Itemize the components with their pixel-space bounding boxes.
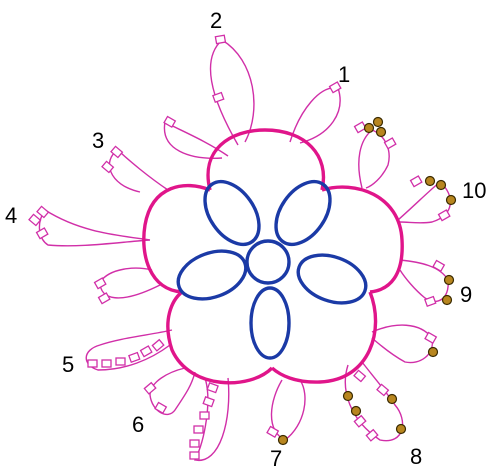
picot (102, 360, 111, 367)
bead (397, 425, 406, 434)
bead (374, 118, 383, 127)
bead (352, 407, 361, 416)
chain-loop-4 (39, 210, 150, 246)
inner-petal-left (172, 242, 253, 307)
picot (129, 353, 140, 363)
picot (433, 261, 444, 272)
label-10: 10 (462, 178, 486, 203)
picot (200, 412, 209, 419)
bead (377, 128, 386, 137)
bead (388, 395, 397, 404)
picot (88, 360, 97, 367)
outer-ring-left (144, 186, 210, 292)
picot (164, 117, 175, 128)
picot (425, 297, 436, 307)
outer-rings (144, 130, 402, 383)
inner-petal-bottom (251, 288, 289, 358)
bead (445, 276, 454, 285)
chain-loop-10b (359, 130, 389, 188)
label-1: 1 (338, 62, 350, 87)
bead (279, 436, 288, 445)
center-ring (247, 241, 289, 283)
label-8: 8 (410, 444, 422, 469)
inner-rings (172, 172, 373, 358)
picot (385, 138, 396, 149)
label-7: 7 (270, 446, 282, 471)
picot (102, 161, 113, 172)
bead (426, 177, 435, 186)
picot (29, 214, 40, 225)
picot (155, 403, 166, 414)
bead (437, 181, 446, 190)
picot (190, 440, 199, 447)
picot (141, 346, 152, 357)
labels: 1 2 3 4 5 6 7 8 9 10 (5, 8, 486, 471)
bead (447, 196, 456, 205)
picot (354, 370, 365, 381)
picot (425, 333, 436, 344)
picots (29, 35, 450, 459)
outer-ring-bottom-left (168, 292, 272, 383)
picot (116, 358, 125, 365)
picot (215, 35, 225, 43)
label-4: 4 (5, 203, 17, 228)
bead (365, 124, 374, 133)
picot (267, 427, 278, 438)
picot (203, 397, 214, 407)
inner-petal-right (292, 246, 373, 311)
label-6: 6 (132, 412, 144, 437)
picot (37, 228, 48, 239)
chain-loop-1 (290, 88, 340, 143)
chain-loop-2 (211, 40, 254, 145)
picot (99, 293, 110, 304)
picot (95, 278, 106, 289)
chain-loop-5 (86, 330, 172, 370)
picot (207, 383, 218, 393)
picot (152, 340, 163, 351)
bead (429, 348, 438, 357)
chain-loop-9 (372, 325, 432, 362)
bead (344, 392, 353, 401)
label-2: 2 (210, 8, 222, 33)
label-5: 5 (62, 352, 74, 377)
label-3: 3 (92, 128, 104, 153)
chain-loop-2b (164, 122, 228, 158)
bead (443, 296, 452, 305)
picot (194, 426, 203, 433)
label-9: 9 (460, 282, 472, 307)
picot (411, 176, 422, 187)
picot (190, 452, 199, 459)
picot (37, 206, 48, 217)
